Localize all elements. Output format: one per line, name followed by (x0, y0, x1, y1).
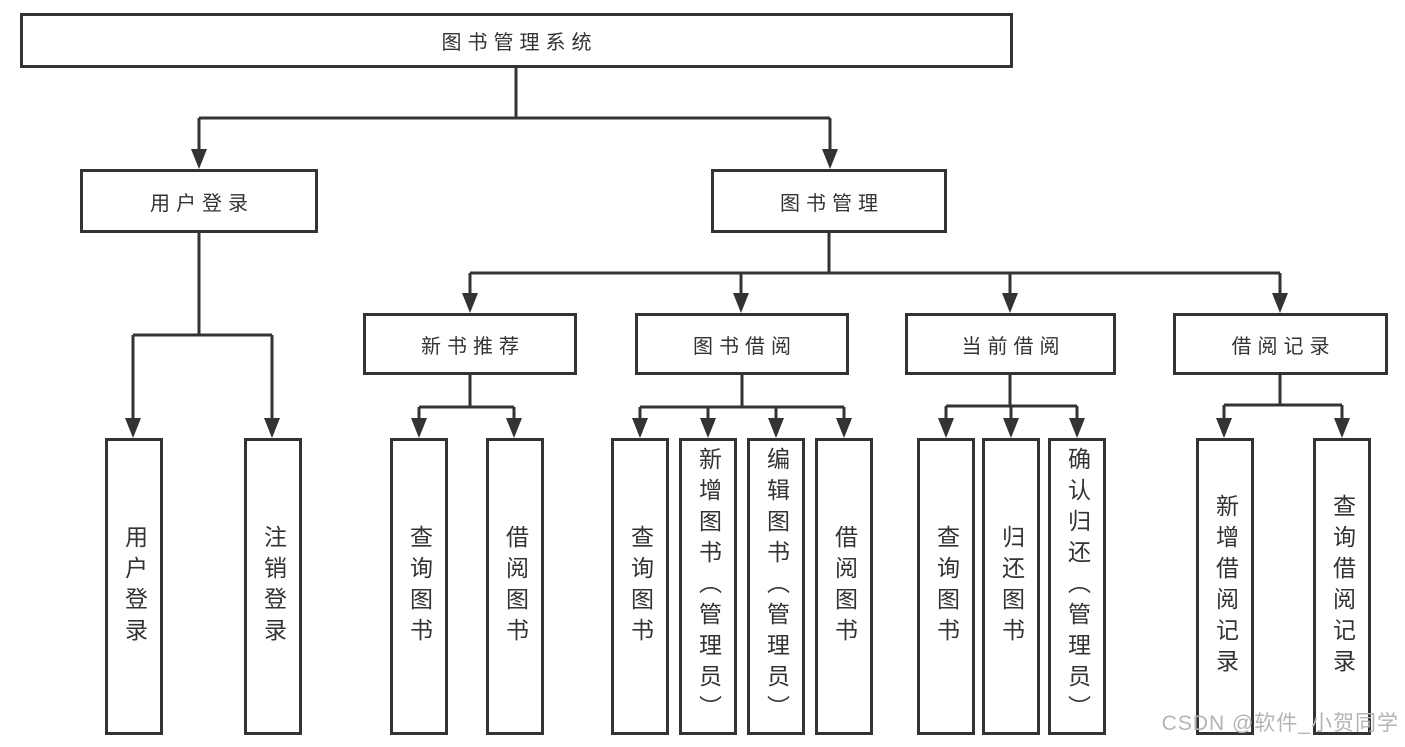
arrowhead-query-record (1334, 418, 1350, 438)
arrowhead-new-books (462, 293, 478, 313)
leaf-user-login: 用户登录 (105, 438, 163, 735)
arrowhead-edit-books (768, 418, 784, 438)
arrowhead-user-login (191, 149, 207, 169)
connector-new-books-children (417, 375, 516, 419)
leaf-user-login-label: 用户登录 (121, 524, 148, 649)
leaf-query-books-3: 查询图书 (917, 438, 975, 735)
arrowhead-book-borrow (733, 293, 749, 313)
leaf-borrow-books-1-label: 借阅图书 (502, 524, 529, 649)
leaf-query-borrow-record: 查询借阅记录 (1313, 438, 1371, 735)
arrowhead-book-management (822, 149, 838, 169)
node-book-management: 图书管理 (711, 169, 947, 233)
node-current-borrow-label: 当前借阅 (961, 335, 1066, 358)
leaf-borrow-books-1: 借阅图书 (486, 438, 544, 735)
leaf-add-borrow-record: 新增借阅记录 (1196, 438, 1254, 735)
connector-root-to-level2 (197, 68, 832, 150)
leaf-logout-login-label: 注销登录 (260, 524, 287, 649)
node-user-login-label: 用户登录 (150, 192, 254, 215)
leaf-query-books-1: 查询图书 (390, 438, 448, 735)
connector-book-management-children (468, 233, 1282, 294)
leaf-add-books-admin-label: 新增图书（管理员） (695, 447, 722, 726)
leaf-query-books-2: 查询图书 (611, 438, 669, 735)
node-book-borrow-label: 图书借阅 (693, 335, 797, 358)
leaf-add-borrow-record-label: 新增借阅记录 (1212, 493, 1239, 680)
arrowhead-borrow-books-2 (836, 418, 852, 438)
leaf-confirm-return-admin: 确认归还（管理员） (1048, 438, 1106, 735)
arrowhead-return-books (1003, 418, 1019, 438)
leaf-edit-books-admin: 编辑图书（管理员） (747, 438, 805, 735)
node-borrow-records: 借阅记录 (1173, 313, 1388, 375)
leaf-return-books: 归还图书 (982, 438, 1040, 735)
leaf-return-books-label: 归还图书 (998, 524, 1025, 649)
arrowhead-add-record (1216, 418, 1232, 438)
arrowhead-leaf-user-login (125, 418, 141, 438)
leaf-query-books-2-label: 查询图书 (627, 524, 654, 649)
leaf-query-books-1-label: 查询图书 (406, 524, 433, 649)
leaf-borrow-books-2: 借阅图书 (815, 438, 873, 735)
node-new-book-recommend-label: 新书推荐 (421, 335, 525, 358)
node-new-book-recommend: 新书推荐 (363, 313, 577, 375)
node-current-borrow: 当前借阅 (905, 313, 1116, 375)
connector-user-login-children (131, 233, 274, 419)
arrowhead-query-books-2 (632, 418, 648, 438)
connector-current-borrow-children (944, 375, 1079, 419)
arrowhead-borrow-records (1272, 293, 1288, 313)
arrowhead-current-borrow (1002, 293, 1018, 313)
arrowhead-add-books (700, 418, 716, 438)
node-borrow-records-label: 借阅记录 (1231, 335, 1336, 358)
csdn-watermark: CSDN @软件_小贺同学 (1161, 712, 1399, 735)
node-book-borrow: 图书借阅 (635, 313, 849, 375)
node-library-system-label: 图书管理系统 (441, 32, 598, 54)
node-book-management-label: 图书管理 (780, 192, 884, 215)
arrowhead-query-books-1 (411, 418, 427, 438)
leaf-add-books-admin: 新增图书（管理员） (679, 438, 737, 735)
leaf-edit-books-admin-label: 编辑图书（管理员） (763, 447, 790, 726)
leaf-confirm-return-admin-label: 确认归还（管理员） (1064, 447, 1091, 726)
arrowhead-leaf-logout (264, 418, 280, 438)
leaf-query-books-3-label: 查询图书 (933, 524, 960, 649)
arrowhead-query-books-3 (938, 418, 954, 438)
node-user-login: 用户登录 (80, 169, 318, 233)
arrowhead-confirm-return (1069, 418, 1085, 438)
arrowhead-borrow-books-1 (506, 418, 522, 438)
leaf-borrow-books-2-label: 借阅图书 (831, 524, 858, 649)
leaf-query-borrow-record-label: 查询借阅记录 (1329, 493, 1356, 680)
leaf-logout-login: 注销登录 (244, 438, 302, 735)
connector-borrow-records-children (1222, 375, 1344, 419)
connector-book-borrow-children (638, 375, 846, 419)
node-library-system: 图书管理系统 (20, 13, 1013, 68)
